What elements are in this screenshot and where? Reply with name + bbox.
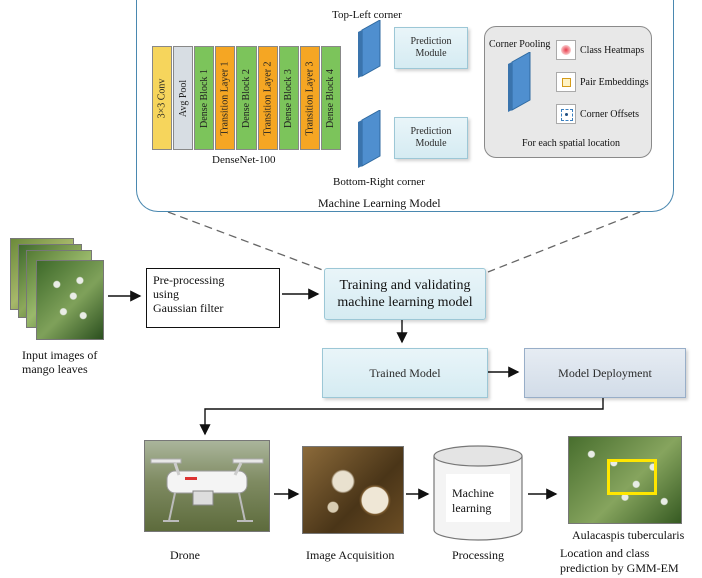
densenet-layers: 3×3 Conv Avg Pool Dense Block 1 Transition … <box>152 46 342 150</box>
densenet-layer: Dense Block 1 <box>194 46 215 150</box>
drone-label: Drone <box>170 548 200 562</box>
densenet-layer-label: Avg Pool <box>177 79 189 117</box>
ml-box-line1: Machine <box>452 486 494 500</box>
training-line2: machine learning model <box>337 295 473 310</box>
output-embeddings-label: Pair Embeddings <box>580 77 649 88</box>
prediction-module-bottom-line1: Prediction <box>410 126 452 137</box>
preprocessing-box: Pre-processing using Gaussian filter <box>146 268 280 328</box>
offset-icon <box>556 104 576 124</box>
acquisition-photo <box>302 446 404 534</box>
spatial-note: For each spatial location <box>522 138 621 149</box>
training-box: Training and validating machine learning… <box>324 268 486 320</box>
heatmap-icon <box>556 40 576 60</box>
embedding-icon <box>556 72 576 92</box>
corner-pooling-label: Corner Pooling <box>489 39 551 50</box>
species-label: Aulacaspis tubercularis <box>572 528 685 542</box>
densenet-layer-label: Transition Layer 1 <box>219 60 231 136</box>
input-caption: Input images of mango leaves <box>22 348 97 376</box>
densenet-layer: Dense Block 2 <box>236 46 257 150</box>
prediction-module-top: Prediction Module <box>394 27 468 69</box>
processing-cylinder <box>433 445 523 541</box>
input-image-stack <box>10 238 110 340</box>
densenet-layer-label: Transition Layer 2 <box>262 60 274 136</box>
drone-photo <box>144 440 270 532</box>
densenet-layer: Transition Layer 3 <box>299 46 320 150</box>
ml-model-title: Machine Learning Model <box>318 196 441 210</box>
trained-model-label: Trained Model <box>369 365 441 380</box>
drone-icon <box>150 458 264 522</box>
prediction-module-bottom: Prediction Module <box>394 117 468 159</box>
detection-bbox <box>607 459 657 495</box>
densenet-layer-label: Transition Layer 3 <box>304 60 316 136</box>
densenet-layer-label: Dense Block 3 <box>283 68 295 128</box>
input-caption-line2: mango leaves <box>22 362 88 376</box>
densenet-layer: Transition Layer 2 <box>257 46 278 150</box>
input-caption-line1: Input images of <box>22 348 98 362</box>
arrow-deploy-to-drone <box>199 397 604 436</box>
bottom-right-corner-block <box>358 110 381 168</box>
dashed-link-right <box>487 211 641 273</box>
result-caption: Location and class prediction by GMM-EM <box>560 546 679 576</box>
densenet-layer-label: Dense Block 2 <box>240 68 252 128</box>
prediction-module-bottom-line2: Module <box>415 138 447 149</box>
densenet-layer: 3×3 Conv <box>152 46 173 150</box>
top-left-corner-block <box>358 20 381 78</box>
deployment-box: Model Deployment <box>524 348 686 398</box>
trained-model-box: Trained Model <box>322 348 488 398</box>
densenet-layer: Avg Pool <box>173 46 194 150</box>
backbone-label: DenseNet-100 <box>212 154 276 166</box>
training-line1: Training and validating <box>339 278 471 293</box>
result-photo <box>568 436 682 524</box>
output-offsets-label: Corner Offsets <box>580 109 639 120</box>
ml-box-line2: learning <box>452 501 492 515</box>
preprocessing-line3: Gaussian filter <box>153 301 224 315</box>
preprocessing-line1: Pre-processing <box>153 273 225 287</box>
prediction-module-top-line1: Prediction <box>410 36 452 47</box>
result-caption-line1: Location and class <box>560 546 650 560</box>
top-corner-label: Top-Left corner <box>332 9 402 21</box>
densenet-layer: Transition Layer 1 <box>215 46 236 150</box>
processing-label: Processing <box>452 548 504 562</box>
densenet-layer: Dense Block 3 <box>278 46 299 150</box>
densenet-layer: Dense Block 4 <box>320 46 341 150</box>
densenet-layer-label: Dense Block 1 <box>198 68 210 128</box>
prediction-module-top-line2: Module <box>415 48 447 59</box>
densenet-layer-label: Dense Block 4 <box>325 68 337 128</box>
dashed-link-left <box>167 211 329 273</box>
output-heatmaps-label: Class Heatmaps <box>580 45 645 56</box>
preprocessing-line2: using <box>153 287 180 301</box>
ml-box-text: Machine learning <box>452 486 494 516</box>
corner-pooling-block <box>508 52 531 112</box>
acquisition-label: Image Acquisition <box>306 548 395 562</box>
result-caption-line2: prediction by GMM-EM <box>560 561 679 575</box>
bottom-corner-label: Bottom-Right corner <box>333 176 425 188</box>
densenet-layer-label: 3×3 Conv <box>156 78 168 118</box>
deployment-label: Model Deployment <box>558 365 652 380</box>
leaf-image-front <box>36 260 104 340</box>
